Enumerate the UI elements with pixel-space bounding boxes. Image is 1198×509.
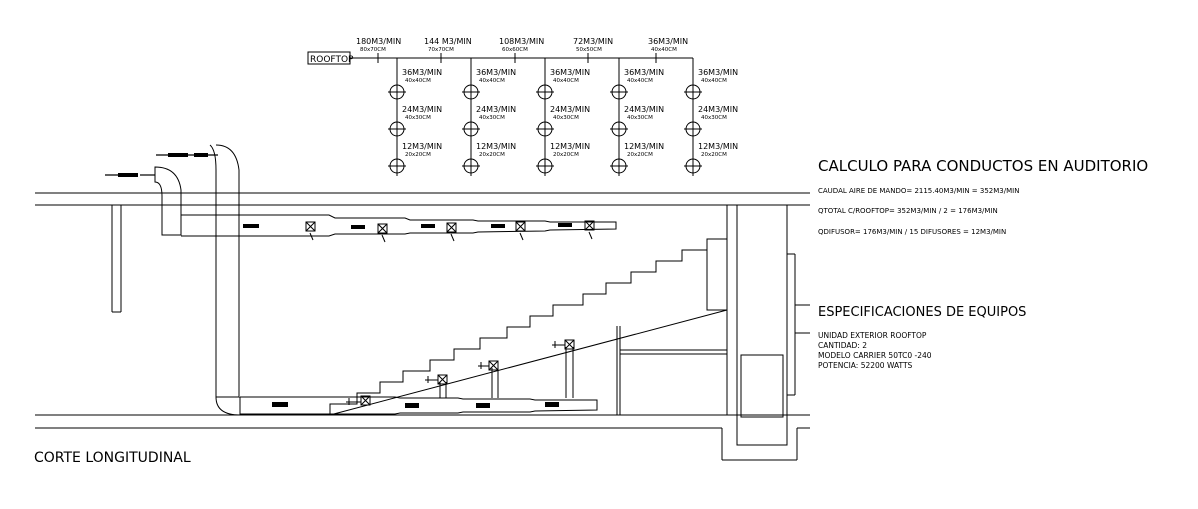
calculation-line-1: CAUDAL AIRE DE MANDO= 2115.40M3/MIN = 35… bbox=[818, 187, 1019, 195]
svg-text:36M3/MIN: 36M3/MIN bbox=[476, 68, 516, 77]
svg-text:72M3/MIN: 72M3/MIN bbox=[573, 37, 613, 46]
building-section bbox=[35, 192, 810, 461]
svg-text:40x40CM: 40x40CM bbox=[405, 78, 431, 84]
duct-schematic: ROOFTOP 180M3/MIN 80x70CM 144 M3/MIN 70x… bbox=[307, 37, 738, 176]
svg-text:24M3/MIN: 24M3/MIN bbox=[624, 105, 664, 114]
svg-text:50x50CM: 50x50CM bbox=[576, 47, 602, 53]
svg-text:12M3/MIN: 12M3/MIN bbox=[550, 142, 590, 151]
svg-text:70x70CM: 70x70CM bbox=[428, 47, 454, 53]
svg-text:20x20CM: 20x20CM bbox=[627, 152, 653, 158]
svg-text:24M3/MIN: 24M3/MIN bbox=[402, 105, 442, 114]
svg-text:40x30CM: 40x30CM bbox=[627, 115, 653, 121]
svg-text:40x40CM: 40x40CM bbox=[651, 47, 677, 53]
svg-text:20x20CM: 20x20CM bbox=[479, 152, 505, 158]
branch-4: 36M3/MIN 40x40CM 24M3/MIN 40x30CM 12M3/M… bbox=[610, 58, 664, 176]
trunk-label-5: 36M3/MIN 40x40CM bbox=[648, 37, 688, 53]
spec-line: MODELO CARRIER 50TC0 -240 bbox=[818, 351, 932, 360]
branch-3: 36M3/MIN 40x40CM 24M3/MIN 40x30CM 12M3/M… bbox=[536, 58, 590, 176]
svg-text:40x30CM: 40x30CM bbox=[405, 115, 431, 121]
trunk-label-1: 180M3/MIN 80x70CM bbox=[356, 37, 401, 53]
svg-text:36M3/MIN: 36M3/MIN bbox=[402, 68, 442, 77]
branch-2: 36M3/MIN 40x40CM 24M3/MIN 40x30CM 12M3/M… bbox=[462, 58, 516, 176]
svg-text:20x20CM: 20x20CM bbox=[405, 152, 431, 158]
svg-text:40x40CM: 40x40CM bbox=[701, 78, 727, 84]
rooftop-label: ROOFTOP bbox=[310, 55, 354, 65]
svg-text:12M3/MIN: 12M3/MIN bbox=[698, 142, 738, 151]
svg-text:40x30CM: 40x30CM bbox=[479, 115, 505, 121]
spec-line: CANTIDAD: 2 bbox=[818, 341, 867, 350]
svg-text:12M3/MIN: 12M3/MIN bbox=[476, 142, 516, 151]
svg-text:20x20CM: 20x20CM bbox=[701, 152, 727, 158]
svg-text:12M3/MIN: 12M3/MIN bbox=[624, 142, 664, 151]
svg-text:36M3/MIN: 36M3/MIN bbox=[648, 37, 688, 46]
calculation-block: CALCULO PARA CONDUCTOS EN AUDITORIO CAUD… bbox=[818, 157, 1148, 236]
calculation-title: CALCULO PARA CONDUCTOS EN AUDITORIO bbox=[818, 157, 1148, 175]
spec-line: UNIDAD EXTERIOR ROOFTOP bbox=[818, 331, 927, 340]
spec-line: POTENCIA: 52200 WATTS bbox=[818, 361, 913, 370]
calculation-line-3: QDIFUSOR= 176M3/MIN / 15 DIFUSORES = 12M… bbox=[818, 228, 1006, 236]
svg-text:40x40CM: 40x40CM bbox=[627, 78, 653, 84]
svg-text:36M3/MIN: 36M3/MIN bbox=[624, 68, 664, 77]
svg-text:40x30CM: 40x30CM bbox=[701, 115, 727, 121]
svg-text:24M3/MIN: 24M3/MIN bbox=[476, 105, 516, 114]
svg-text:12M3/MIN: 12M3/MIN bbox=[402, 142, 442, 151]
svg-text:36M3/MIN: 36M3/MIN bbox=[550, 68, 590, 77]
svg-text:40x40CM: 40x40CM bbox=[479, 78, 505, 84]
svg-text:180M3/MIN: 180M3/MIN bbox=[356, 37, 401, 46]
svg-text:144 M3/MIN: 144 M3/MIN bbox=[424, 37, 472, 46]
svg-text:20x20CM: 20x20CM bbox=[553, 152, 579, 158]
calculation-line-2: QTOTAL C/ROOFTOP= 352M3/MIN / 2 = 176M3/… bbox=[818, 207, 998, 215]
duct-run bbox=[105, 144, 617, 416]
svg-text:60x60CM: 60x60CM bbox=[502, 47, 528, 53]
svg-text:108M3/MIN: 108M3/MIN bbox=[499, 37, 544, 46]
trunk-label-2: 144 M3/MIN 70x70CM bbox=[424, 37, 472, 53]
trunk-label-4: 72M3/MIN 50x50CM bbox=[573, 37, 613, 53]
svg-text:24M3/MIN: 24M3/MIN bbox=[550, 105, 590, 114]
svg-text:40x30CM: 40x30CM bbox=[553, 115, 579, 121]
specifications-block: ESPECIFICACIONES DE EQUIPOS UNIDAD EXTER… bbox=[818, 305, 1026, 370]
branch-1: 36M3/MIN 40x40CM 24M3/MIN 40x30CM 12M3/M… bbox=[388, 58, 442, 176]
svg-text:36M3/MIN: 36M3/MIN bbox=[698, 68, 738, 77]
section-title: CORTE LONGITUDINAL bbox=[34, 450, 191, 466]
specifications-title: ESPECIFICACIONES DE EQUIPOS bbox=[818, 305, 1026, 320]
svg-text:40x40CM: 40x40CM bbox=[553, 78, 579, 84]
branch-5: 36M3/MIN 40x40CM 24M3/MIN 40x30CM 12M3/M… bbox=[684, 58, 738, 176]
svg-text:80x70CM: 80x70CM bbox=[360, 47, 386, 53]
svg-text:24M3/MIN: 24M3/MIN bbox=[698, 105, 738, 114]
trunk-label-3: 108M3/MIN 60x60CM bbox=[499, 37, 544, 53]
